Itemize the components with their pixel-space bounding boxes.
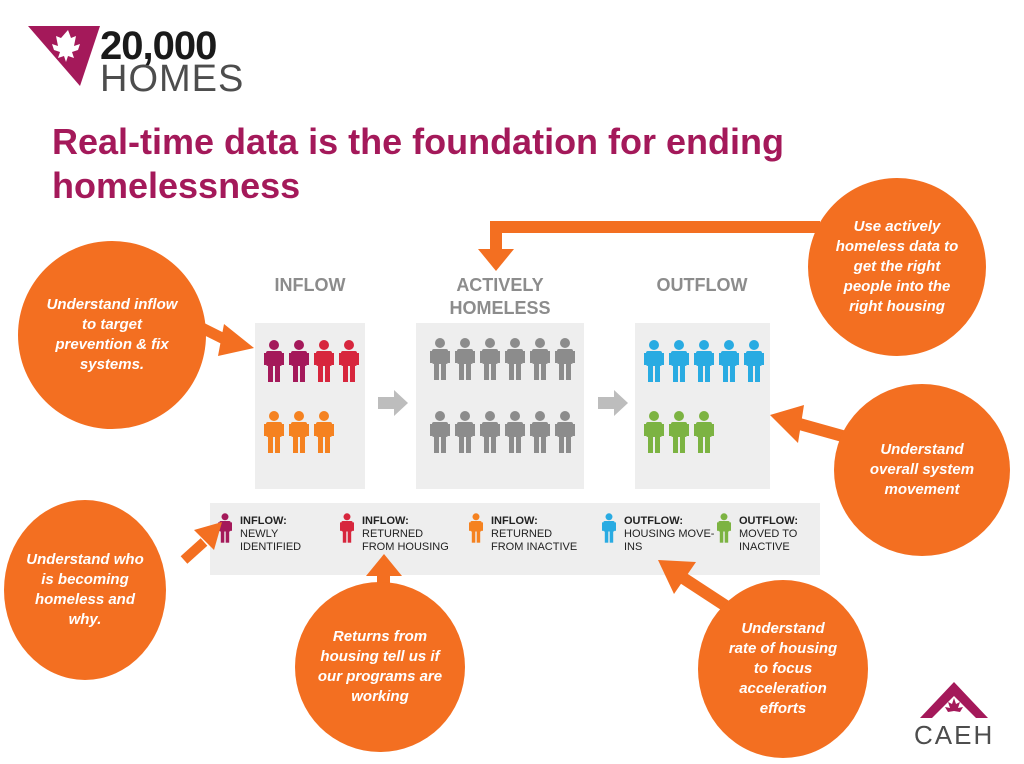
person-icon <box>505 338 525 385</box>
person-icon <box>669 340 689 387</box>
person-icon <box>264 340 284 387</box>
legend-label: HOUSING MOVE-INS <box>624 528 715 553</box>
legend-heading: INFLOW: <box>491 515 538 527</box>
outflow-heading: OUTFLOW <box>656 275 748 295</box>
person-icon <box>644 340 664 387</box>
person-icon <box>314 340 334 387</box>
person-icon <box>430 411 450 458</box>
legend-heading: OUTFLOW: <box>624 515 684 527</box>
person-icon <box>264 411 284 458</box>
bubble-who-homeless: Understand who is becoming homeless and … <box>4 500 166 680</box>
bubble-use-data: Use actively homeless data to get the ri… <box>808 178 986 356</box>
person-icon <box>555 338 575 385</box>
person-icon <box>480 411 500 458</box>
legend-label: RETURNED FROM HOUSING <box>362 528 449 553</box>
person-icon <box>744 340 764 387</box>
title-line1: Real-time data is the foundation for end… <box>52 121 785 162</box>
logo-line1: 20,000 <box>100 24 217 68</box>
legend-item: OUTFLOW:MOVED TO INACTIVE <box>717 513 837 561</box>
person-icon <box>530 338 550 385</box>
logo-caeh: CAEH <box>906 680 1006 750</box>
person-icon <box>555 411 575 458</box>
legend-label: NEWLY IDENTIFIED <box>240 528 302 553</box>
person-icon <box>694 411 714 458</box>
person-icon <box>694 340 714 387</box>
legend-item: INFLOW:NEWLY IDENTIFIED <box>218 513 338 561</box>
legend-person-icon <box>340 513 354 548</box>
person-icon <box>644 411 664 458</box>
page-title: Real-time data is the foundation for end… <box>52 120 952 208</box>
bubble-returns: Returns from housing tell us if our prog… <box>295 582 465 752</box>
pointer-arrow-legend <box>180 522 222 564</box>
legend-heading: OUTFLOW: <box>739 515 799 527</box>
legend-label: MOVED TO INACTIVE <box>739 528 798 553</box>
bubble-system-movement: Understand overall system movement <box>834 384 1010 556</box>
legend-item: OUTFLOW:HOUSING MOVE-INS <box>602 513 722 561</box>
person-icon <box>289 340 309 387</box>
person-icon <box>480 338 500 385</box>
inflow-panel <box>255 323 365 489</box>
logo-line2: HOMES <box>100 58 245 100</box>
legend-bar <box>210 503 820 575</box>
bubble-rate-housing: Understand rate of housing to focus acce… <box>698 580 868 758</box>
person-icon <box>669 411 689 458</box>
feedback-arrow <box>478 221 820 271</box>
arrow-active-to-outflow-icon <box>598 390 628 416</box>
legend-person-icon <box>602 513 616 548</box>
outflow-panel <box>635 323 770 489</box>
inflow-heading: INFLOW <box>274 275 346 295</box>
legend-person-icon <box>717 513 731 548</box>
legend-heading: INFLOW: <box>362 515 409 527</box>
caeh-label: CAEH <box>914 720 995 750</box>
actively-homeless-heading: ACTIVELY HOMELESS <box>449 275 551 318</box>
bubble-inflow-target: Understand inflow to target prevention &… <box>18 241 206 429</box>
person-icon <box>289 411 309 458</box>
legend-label: RETURNED FROM INACTIVE <box>491 528 578 553</box>
legend-item: INFLOW:RETURNED FROM HOUSING <box>340 513 460 561</box>
legend-item: INFLOW:RETURNED FROM INACTIVE <box>469 513 589 561</box>
legend-person-icon <box>469 513 483 548</box>
person-icon <box>455 338 475 385</box>
pointer-arrow-inflow <box>200 323 254 356</box>
person-icon <box>339 340 359 387</box>
person-icon <box>314 411 334 458</box>
person-icon <box>530 411 550 458</box>
maple-leaf-flag-icon <box>28 26 100 86</box>
logo-20000-homes: 20,000 HOMES <box>28 24 258 100</box>
person-icon <box>505 411 525 458</box>
arrow-inflow-to-active-icon <box>378 390 408 416</box>
person-icon <box>455 411 475 458</box>
legend-person-icon <box>218 513 232 548</box>
pointer-arrow-system <box>770 405 848 443</box>
person-icon <box>430 338 450 385</box>
legend-heading: INFLOW: <box>240 515 287 527</box>
person-icon <box>719 340 739 387</box>
title-line2: homelessness <box>52 165 301 206</box>
caeh-roof-icon <box>920 682 988 718</box>
